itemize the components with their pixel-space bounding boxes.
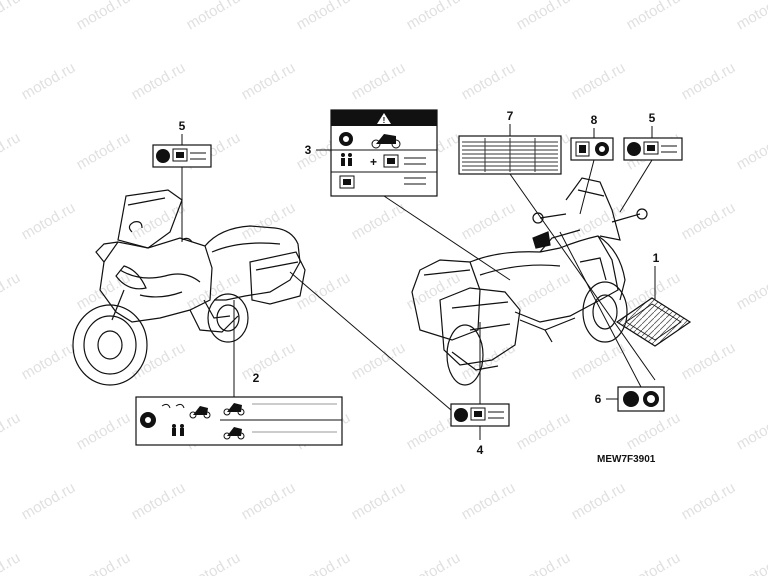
watermark-text: motod.ru [239,339,299,383]
callout-3: 3 [305,143,312,157]
watermark-text: motod.ru [0,409,23,453]
watermark-text: motod.ru [239,199,299,243]
watermark-text: motod.ru [569,479,629,523]
watermark-text: motod.ru [239,59,299,103]
watermark-text: motod.ru [349,479,409,523]
svg-text:+: + [370,155,377,169]
label-5-left-icons [152,144,212,168]
watermark-text: motod.ru [514,549,574,576]
watermark-text: motod.ru [0,269,23,313]
right-view-windscreen [565,177,621,241]
watermark-text: motod.ru [459,59,519,103]
watermark-text: motod.ru [184,549,244,576]
callout-8: 8 [591,113,598,127]
watermark-text: motod.ru [569,59,629,103]
watermark-text: motod.ru [459,479,519,523]
callout-5-left: 5 [179,119,186,133]
callout-5-right: 5 [649,111,656,125]
left-saddlebag [249,251,306,305]
right-view-body [469,235,619,323]
watermark-text: motod.ru [679,59,739,103]
watermark-text: motod.ru [459,199,519,243]
watermark-text: motod.ru [129,479,189,523]
watermark-text: motod.ru [624,409,684,453]
watermark-text: motod.ru [624,549,684,576]
watermark-text: motod.ru [679,199,739,243]
watermark-text: motod.ru [514,269,574,313]
watermark-text: motod.ru [404,0,464,33]
label-6-icons [617,386,665,412]
motorcycle-rear-view [411,177,648,386]
callout-7: 7 [507,109,514,123]
watermark-text: motod.ru [74,0,134,33]
watermark-text: motod.ru [74,129,134,173]
right-view-left-saddlebag [411,259,481,341]
watermark-text: motod.ru [19,199,79,243]
watermark-text: motod.ru [74,549,134,576]
watermark-text: motod.ru [734,269,768,313]
watermark-text: motod.ru [349,339,409,383]
callout-numbers: 5 5 8 7 3 1 6 4 2 [179,109,660,457]
watermark-text: motod.ru [74,269,134,313]
callout-4: 4 [477,443,484,457]
watermark-text: motod.ru [734,409,768,453]
watermark-text: motod.ru [0,129,23,173]
label-8-icons [570,137,614,161]
callout-2: 2 [253,371,260,385]
rear-wheel [207,293,249,343]
svg-text:!: ! [383,116,386,125]
watermark-text: motod.ru [514,409,574,453]
watermark-text: motod.ru [74,409,134,453]
front-wheel-right [582,281,628,343]
watermark-text: motod.ru [734,0,768,33]
rear-wheel-right [446,324,484,386]
label-5-right-icons [623,137,683,161]
watermark-text: motod.ru [679,339,739,383]
watermark-text: motod.ru [514,0,574,33]
watermark-text: motod.ru [404,549,464,576]
callout-6: 6 [595,392,602,406]
watermark-text: motod.ru [624,0,684,33]
watermark-text: motod.ru [19,339,79,383]
watermark-text: motod.ru [734,549,768,576]
watermark-text: motod.ru [294,269,354,313]
watermark-text: motod.ru [19,59,79,103]
watermark-text: motod.ru [734,129,768,173]
diagram-code: MEW7F3901 [597,454,656,465]
rear-body [204,225,301,301]
watermark-text: motod.ru [129,59,189,103]
label-1-tire-info [615,297,692,347]
watermark-text: motod.ru [19,479,79,523]
watermark-text: motod.ru [239,479,299,523]
watermark-text: motod.ru [0,0,23,33]
watermark-text: motod.ru [459,339,519,383]
watermark-text: motod.ru [349,59,409,103]
front-rim [83,315,137,375]
watermark-text: motod.ru [184,0,244,33]
label-7-info-plate [458,135,562,175]
watermark-text: motod.ru [294,549,354,576]
watermark-text: motod.ru [0,549,23,576]
watermark-text: motod.ru [679,479,739,523]
right-view-right-saddlebag [439,287,521,366]
label-4-icons [450,403,510,427]
callout-1: 1 [653,251,660,265]
label-2-load-info [135,396,343,446]
leader-lines [181,124,656,440]
watermark-text: motod.ru [294,0,354,33]
watermark-text: motod.ru [129,339,189,383]
label-3-warning: ! + [330,109,438,197]
front-wheel [72,304,148,386]
